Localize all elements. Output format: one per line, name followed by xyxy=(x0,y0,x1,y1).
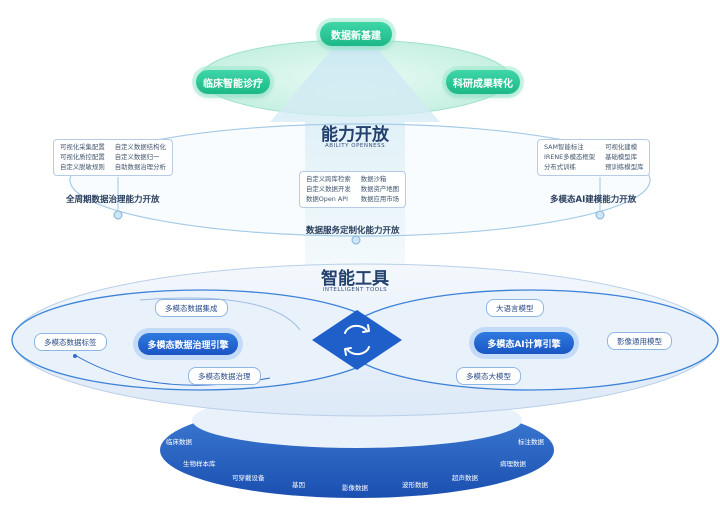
node-dot-left xyxy=(113,210,123,220)
tag-llm[interactable]: 大语言模型 xyxy=(486,299,544,317)
exchange-icon xyxy=(344,324,370,356)
ability-subtitle: ABILITY OPENNESS xyxy=(324,143,386,149)
tools-title: 智能工具 xyxy=(321,269,389,289)
ability-center-label: 数据服务定制化能力开放 xyxy=(306,226,400,236)
source-genome: 基因 xyxy=(292,481,305,489)
tag-data-governance[interactable]: 多模态数据治理 xyxy=(188,367,261,385)
ability-right-box: SAM智能标注可视化建模 IRENE多模态框架基础模型库 分布式训练预训练模型库 xyxy=(537,139,651,176)
source-pathology: 病理数据 xyxy=(500,460,526,468)
hub-node[interactable]: 数据新基建 xyxy=(320,22,392,46)
source-clinical: 临床数据 xyxy=(166,438,192,446)
research-node[interactable]: 科研成果转化 xyxy=(446,70,520,94)
tag-data-integration[interactable]: 多模态数据集成 xyxy=(155,299,228,317)
governance-engine[interactable]: 多模态数据治理引擎 xyxy=(138,333,238,355)
source-annotation: 标注数据 xyxy=(518,438,544,446)
ability-title: 能力开放 xyxy=(321,125,389,145)
clinical-node[interactable]: 临床智能诊疗 xyxy=(196,70,270,94)
ability-left-label: 全周期数据治理能力开放 xyxy=(66,195,160,205)
node-dot-center xyxy=(351,235,361,245)
upward-arrow xyxy=(270,22,440,300)
source-waveform: 波形数据 xyxy=(402,481,428,489)
node-dot-right xyxy=(595,210,605,220)
tag-imaging-model[interactable]: 影像通用模型 xyxy=(607,332,672,350)
tools-subtitle: INTELLIGENT TOOLS xyxy=(322,287,388,293)
source-ultrasound: 超声数据 xyxy=(452,474,478,482)
ability-ring xyxy=(69,123,651,237)
tag-data-labeling[interactable]: 多模态数据标签 xyxy=(34,333,107,351)
exchange-diamond xyxy=(312,310,402,370)
ability-left-box: 可视化采集配置自定义数据结构化 可视化质控配置自定义数据归一 自定义脱敏规则自助… xyxy=(53,139,173,176)
source-imaging: 影像数据 xyxy=(342,484,368,492)
ai-compute-engine[interactable]: 多模态AI计算引擎 xyxy=(474,332,574,354)
ability-right-label: 多模态AI建模能力开放 xyxy=(550,195,637,205)
source-biobank: 生物样本库 xyxy=(183,460,216,468)
tag-multimodal-large-model[interactable]: 多模态大模型 xyxy=(456,367,521,385)
source-wearables: 可穿戴设备 xyxy=(232,474,265,482)
